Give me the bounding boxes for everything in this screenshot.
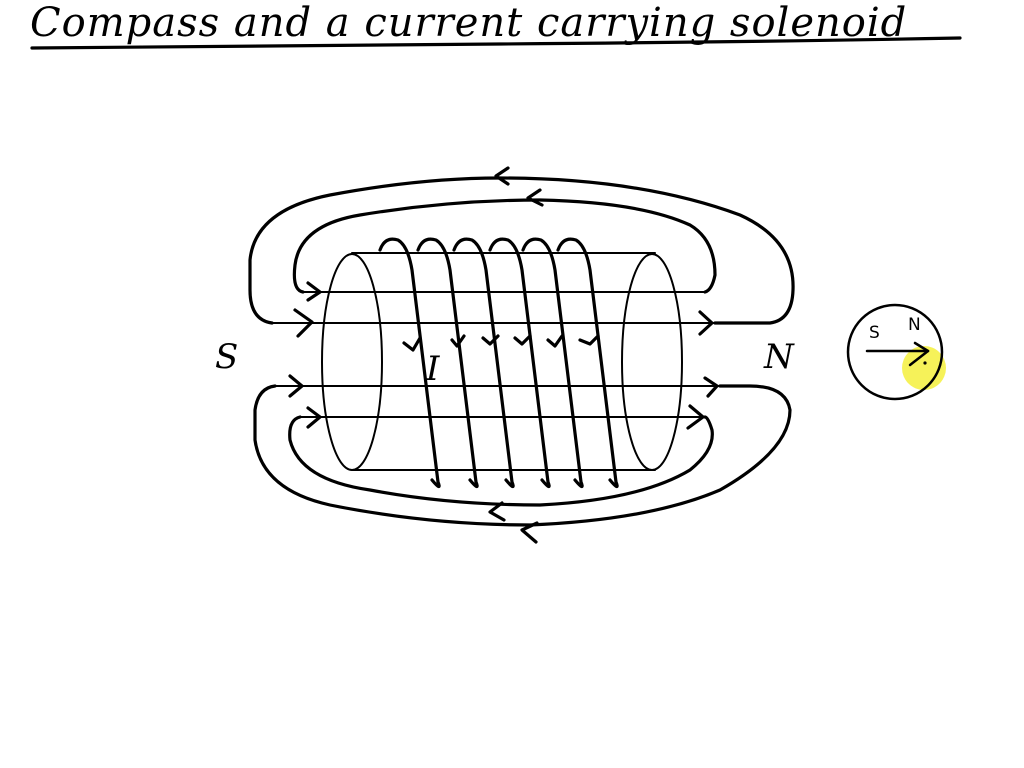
solenoid-left-end: [321, 253, 383, 471]
field-arrowheads: [288, 166, 719, 544]
compass: S N: [846, 303, 946, 401]
north-pole-label: N: [763, 337, 795, 377]
compass-needle-arrowhead: [908, 341, 930, 367]
title-underline: [30, 36, 962, 50]
diagram-title: Compass and a current carrying solenoid: [30, 0, 908, 46]
current-arrows: [402, 334, 600, 352]
compass-south-label: S: [869, 323, 880, 343]
compass-north-label: N: [908, 315, 921, 335]
current-label: I: [425, 349, 440, 389]
compass-body: [846, 303, 944, 401]
south-pole-label: S: [215, 337, 238, 377]
solenoid-right-end: [621, 253, 683, 471]
coil-turns: [378, 237, 619, 489]
external-field-lines: [248, 176, 795, 527]
highlighter-mark: [902, 346, 946, 390]
